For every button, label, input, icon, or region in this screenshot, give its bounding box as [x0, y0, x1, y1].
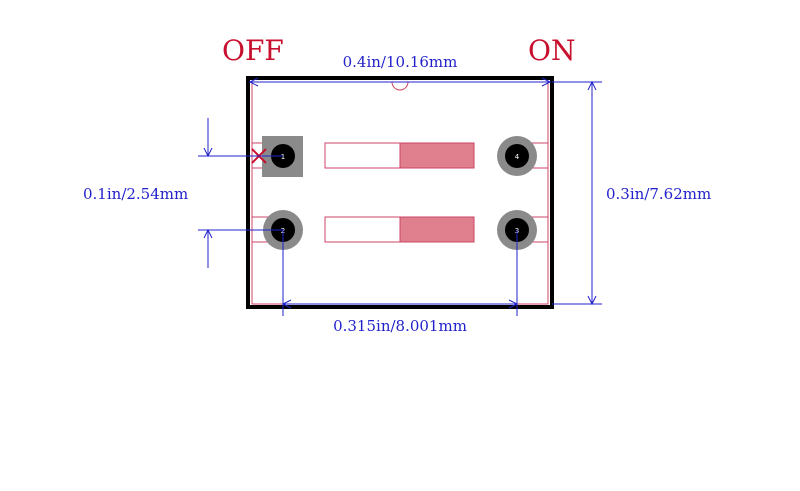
pin-4-number: 4 — [515, 153, 520, 161]
slider-2-knob — [399, 216, 475, 243]
slider-1-track — [324, 142, 401, 169]
dimension-lines — [198, 77, 602, 316]
courtyard-outline — [251, 81, 549, 305]
height-dimension-label: 0.3in/7.62mm — [606, 185, 711, 203]
orientation-notch — [391, 81, 409, 91]
pitch-dimension-label: 0.1in/2.54mm — [83, 185, 188, 203]
off-label: OFF — [222, 34, 284, 67]
pin-1-number: 1 — [281, 153, 285, 161]
row-spacing-dimension-label: 0.315in/8.001mm — [333, 317, 467, 335]
slider-2-track — [324, 216, 401, 243]
slider-1-knob — [399, 142, 475, 169]
on-label: ON — [528, 34, 575, 67]
body-outline — [246, 76, 554, 309]
pin-4: 4 — [497, 136, 537, 176]
width-dimension-label: 0.4in/10.16mm — [343, 53, 458, 71]
